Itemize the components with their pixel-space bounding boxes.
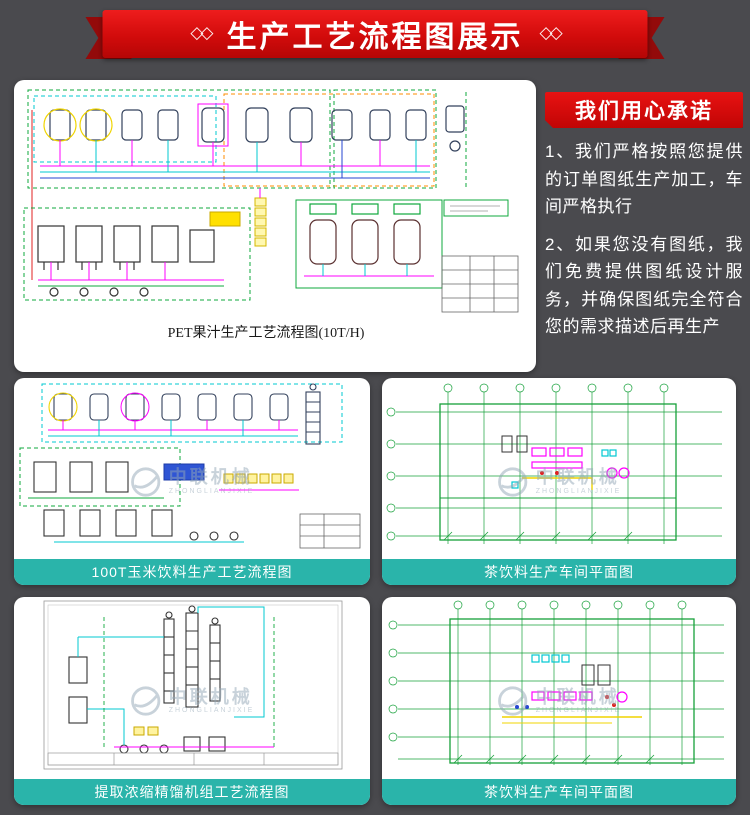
- tea-plan-diagram-2: [388, 600, 724, 765]
- promise-badge: 我们用心承诺: [545, 92, 743, 128]
- pet-diagram-caption: PET果汁生产工艺流程图(10T/H): [168, 325, 365, 341]
- banner-ornament-right: ◇◇: [539, 23, 563, 42]
- card-distillation-flow: 中联机械 ZHONGLIANJIXIE 提取浓缩精馏机组工艺流程图: [14, 597, 370, 805]
- promise-item-2: 2、如果您没有图纸，我们免费提供图纸设计服务，并确保图纸完全符合您的需求描述后再…: [545, 234, 743, 337]
- banner-ornament-left: ◇◇: [190, 23, 213, 42]
- promise-section: 我们用心承诺 1、我们严格按照您提供的订单图纸生产加工，车间严格执行 2、如果您…: [545, 92, 743, 345]
- caption-tea-plan-1: 茶饮料生产车间平面图: [382, 559, 736, 585]
- card-tea-plan-1: 中联机械 ZHONGLIANJIXIE 茶饮料生产车间平面图: [382, 378, 736, 585]
- tea-plan-diagram-1: [386, 383, 722, 544]
- distillation-diagram: [43, 600, 343, 770]
- section-banner: ◇◇ 生产工艺流程图展示 ◇◇: [85, 10, 665, 59]
- pet-flow-diagram: PET果汁生产工艺流程图(10T/H): [23, 89, 519, 341]
- promise-item-1: 1、我们严格按照您提供的订单图纸生产加工，车间严格执行: [545, 142, 743, 217]
- card-corn-flow: 中联机械 ZHONGLIANJIXIE 100T玉米饮料生产工艺流程图: [14, 378, 370, 585]
- caption-distillation: 提取浓缩精馏机组工艺流程图: [14, 779, 370, 805]
- corn-flow-diagram: [19, 383, 361, 549]
- banner-bar: ◇◇ 生产工艺流程图展示 ◇◇: [102, 10, 648, 58]
- page-title: 生产工艺流程图展示: [226, 21, 524, 54]
- promise-text: 1、我们严格按照您提供的订单图纸生产加工，车间严格执行 2、如果您没有图纸，我们…: [545, 138, 743, 341]
- caption-tea-plan-2: 茶饮料生产车间平面图: [382, 779, 736, 805]
- card-pet-flow: PET果汁生产工艺流程图(10T/H): [14, 80, 536, 372]
- card-tea-plan-2: 中联机械 ZHONGLIANJIXIE 茶饮料生产车间平面图: [382, 597, 736, 805]
- caption-corn-flow: 100T玉米饮料生产工艺流程图: [14, 559, 370, 585]
